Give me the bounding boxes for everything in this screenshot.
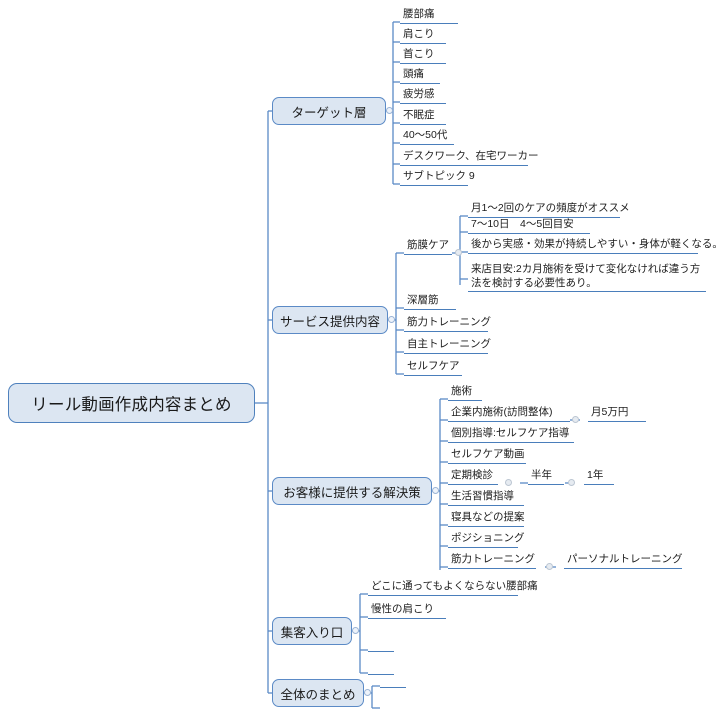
leaf-node-label: 筋膜ケア: [407, 239, 449, 251]
leaf-node-label: 寝具などの提案: [451, 511, 525, 523]
leaf-node[interactable]: 企業内施術(訪問整体): [448, 406, 570, 422]
leaf-node-label: 筋力トレーニング: [407, 316, 491, 328]
expand-marker-company-treatment[interactable]: [572, 416, 579, 423]
leaf-node[interactable]: 自主トレーニング: [404, 338, 491, 354]
leaf-node-label: パーソナルトレーニング: [567, 553, 683, 565]
leaf-node-empty[interactable]: [368, 660, 394, 675]
branch-node-solutions[interactable]: お客様に提供する解決策: [272, 477, 432, 505]
branch-node-label: 全体のまとめ: [280, 687, 356, 702]
leaf-node[interactable]: 寝具などの提案: [448, 511, 525, 527]
leaf-node-label: 生活習慣指導: [451, 490, 514, 502]
leaf-node[interactable]: 腰部痛: [400, 8, 458, 24]
leaf-node[interactable]: 深層筋: [404, 294, 456, 310]
leaf-node-label: 疲労感: [403, 88, 435, 100]
leaf-node[interactable]: パーソナルトレーニング: [564, 553, 683, 569]
leaf-node-empty[interactable]: [380, 673, 406, 688]
expand-marker-solutions[interactable]: [432, 487, 439, 494]
leaf-node-label: 個別指導:セルフケア指導: [451, 427, 570, 439]
leaf-node-label: 不眠症: [403, 109, 435, 121]
leaf-node[interactable]: デスクワーク、在宅ワーカー: [400, 150, 539, 166]
leaf-node[interactable]: どこに通ってもよくならない腰部痛: [368, 580, 538, 596]
leaf-node[interactable]: 後から実感・効果が持続しやすい・身体が軽くなる。: [468, 238, 720, 254]
leaf-node-label: セルフケア動画: [451, 448, 525, 460]
root-node[interactable]: リール動画作成内容まとめ: [8, 383, 255, 423]
leaf-node-label: 定期検診: [451, 469, 493, 481]
expand-marker-strength-training[interactable]: [546, 563, 553, 570]
leaf-node-empty[interactable]: [368, 637, 394, 652]
leaf-node-label: 深層筋: [407, 294, 439, 306]
expand-marker-overall-summary[interactable]: [364, 689, 371, 696]
leaf-node-label: 腰部痛: [403, 8, 435, 20]
leaf-node[interactable]: 1年: [584, 469, 614, 485]
expand-marker-target-layer[interactable]: [386, 107, 393, 114]
branch-node-target-layer[interactable]: ターゲット層: [272, 97, 386, 125]
branch-node-overall-summary[interactable]: 全体のまとめ: [272, 679, 364, 707]
root-node-label: リール動画作成内容まとめ: [31, 396, 232, 414]
leaf-node-label: 月1〜2回のケアの頻度がオススメ: [471, 202, 630, 214]
leaf-node[interactable]: 筋力トレーニング: [404, 316, 491, 332]
expand-marker-regular-checkup[interactable]: [505, 479, 512, 486]
leaf-node[interactable]: ポジショニング: [448, 532, 525, 548]
leaf-node[interactable]: 個別指導:セルフケア指導: [448, 427, 574, 443]
leaf-node[interactable]: 不眠症: [400, 109, 446, 125]
leaf-node[interactable]: 筋力トレーニング: [448, 553, 536, 569]
leaf-node[interactable]: 半年: [528, 469, 564, 485]
leaf-node-label: 首こり: [403, 48, 435, 60]
leaf-node-label: 後から実感・効果が持続しやすい・身体が軽くなる。: [471, 238, 720, 250]
leaf-node-label: サブトピック 9: [403, 170, 475, 182]
branch-node-service-content[interactable]: サービス提供内容: [272, 306, 388, 334]
leaf-node-label: 肩こり: [403, 28, 435, 40]
leaf-node[interactable]: 40〜50代: [400, 129, 454, 145]
expand-marker-customer-entry[interactable]: [352, 627, 359, 634]
leaf-node[interactable]: 施術: [448, 385, 482, 401]
leaf-node[interactable]: 7〜10日 4〜5回目安: [468, 218, 590, 234]
leaf-node-label: 施術: [451, 385, 472, 397]
leaf-node[interactable]: サブトピック 9: [400, 170, 475, 186]
branch-node-label: お客様に提供する解決策: [283, 485, 421, 500]
leaf-node[interactable]: 頭痛: [400, 68, 440, 84]
leaf-node-label: 40〜50代: [403, 129, 448, 141]
leaf-node[interactable]: 肩こり: [400, 28, 446, 44]
leaf-node-label: ポジショニング: [451, 532, 525, 544]
leaf-node-label: 1年: [587, 469, 604, 481]
leaf-node-label: 頭痛: [403, 68, 424, 80]
leaf-node-label: セルフケア: [407, 360, 460, 372]
leaf-node[interactable]: セルフケア: [404, 360, 462, 376]
leaf-node[interactable]: 月5万円: [588, 406, 646, 422]
leaf-node[interactable]: 定期検診: [448, 469, 498, 485]
leaf-node[interactable]: 生活習慣指導: [448, 490, 524, 506]
branch-node-customer-entry[interactable]: 集客入り口: [272, 617, 352, 645]
leaf-node-label: 来店目安:2カ月施術を受けて変化なければ違う方法を検討する必要性あり。: [471, 263, 701, 289]
leaf-node-label: 月5万円: [591, 406, 629, 418]
expand-marker-fascia-care[interactable]: [455, 249, 462, 256]
leaf-node[interactable]: 慢性の肩こり: [368, 603, 446, 619]
leaf-node[interactable]: 疲労感: [400, 88, 446, 104]
branch-node-label: ターゲット層: [291, 105, 367, 120]
leaf-node[interactable]: 月1〜2回のケアの頻度がオススメ: [468, 202, 630, 218]
leaf-node-label: 慢性の肩こり: [371, 603, 434, 615]
branch-node-label: サービス提供内容: [280, 314, 381, 329]
expand-marker-service-content[interactable]: [388, 316, 395, 323]
leaf-node[interactable]: 来店目安:2カ月施術を受けて変化なければ違う方法を検討する必要性あり。: [468, 262, 706, 292]
leaf-node-label: 7〜10日 4〜5回目安: [471, 218, 574, 230]
expand-marker-half-year[interactable]: [568, 479, 575, 486]
branch-node-label: 集客入り口: [280, 625, 344, 640]
leaf-node-label: 自主トレーニング: [407, 338, 491, 350]
leaf-node[interactable]: セルフケア動画: [448, 448, 526, 464]
leaf-node-label: デスクワーク、在宅ワーカー: [403, 150, 539, 162]
leaf-node-label: 筋力トレーニング: [451, 553, 535, 565]
leaf-node-label: 企業内施術(訪問整体): [451, 406, 553, 418]
leaf-node-fascia-care[interactable]: 筋膜ケア: [404, 239, 452, 255]
leaf-node-label: 半年: [531, 469, 552, 481]
leaf-node-label: どこに通ってもよくならない腰部痛: [371, 580, 538, 592]
leaf-node[interactable]: 首こり: [400, 48, 446, 64]
